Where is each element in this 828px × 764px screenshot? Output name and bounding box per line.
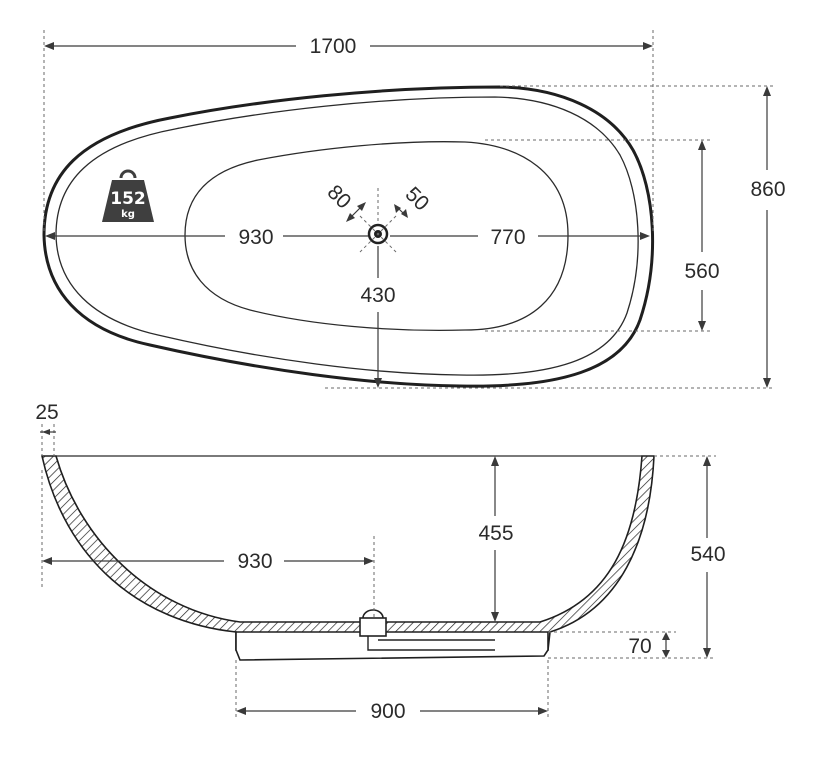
dim-drain-back: 430 [360,284,395,307]
dim-base-length: 900 [370,700,405,723]
dim-total-width: 860 [750,178,785,201]
dim-total-height: 540 [690,543,725,566]
tub-rim-outline [55,96,639,376]
tub-basin-outline [184,141,569,331]
dim-inner-depth: 455 [478,522,513,545]
dim-base-height: 70 [628,635,651,658]
dim-drain-left: 930 [238,226,273,249]
dim-drain-offset-a: 80 [323,181,356,214]
tub-base [235,631,549,661]
dim-drain-right: 770 [490,226,525,249]
drain-pipe-icon [359,609,495,651]
dim-total-length: 1700 [310,35,357,58]
dim-inner-width: 560 [684,260,719,283]
dim-wall-thickness: 25 [35,401,58,424]
dim-side-drain-left: 930 [237,550,272,573]
top-view: 1700 860 560 930 770 430 [42,30,786,389]
weight-value: 152 [110,189,146,209]
tub-shell-section [41,455,655,651]
side-view: 25 930 455 540 70 90 [35,401,725,723]
weight-unit: kg [121,209,135,220]
tub-outer-outline [42,85,655,388]
weight-icon: 152 kg [102,169,154,222]
